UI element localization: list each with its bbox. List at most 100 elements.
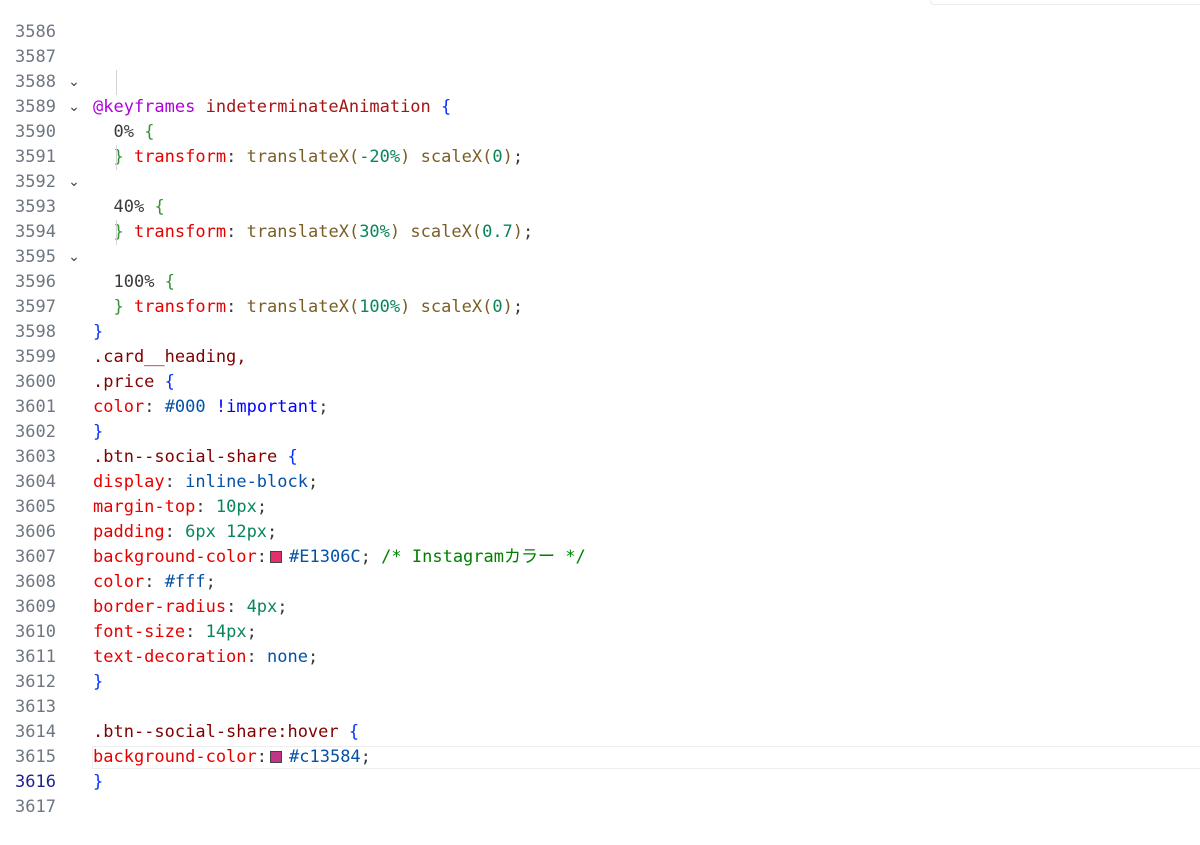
- code-line[interactable]: 3611 }: [0, 620, 1200, 692]
- css-number: 4px: [246, 597, 278, 617]
- code-line[interactable]: 3606 background-color:#E1306C; /* Instag…: [0, 495, 1200, 567]
- code-line[interactable]: 3594 ⌄ 100% {: [0, 195, 1200, 292]
- code-line[interactable]: 3617: [0, 770, 1200, 817]
- close-brace: }: [113, 147, 124, 167]
- open-brace: {: [441, 97, 452, 117]
- code-line[interactable]: 3603 display: inline-block;: [0, 420, 1200, 492]
- line-number: 3604: [15, 472, 56, 492]
- code-line[interactable]: 3596 }: [0, 245, 1200, 317]
- css-selector: .btn--social-share:hover: [93, 722, 339, 742]
- fold-chevron-icon[interactable]: ⌄: [68, 74, 80, 90]
- code-line[interactable]: 3587 ⌄ @keyframes indeterminateAnimation…: [0, 20, 1200, 117]
- code-comment: /* Instagramカラー */: [381, 547, 586, 567]
- line-number: 3596: [15, 272, 56, 292]
- line-number: 3587: [15, 47, 56, 67]
- code-line[interactable]: 3615 }: [0, 720, 1200, 792]
- open-brace: {: [164, 372, 175, 392]
- css-property: display: [93, 472, 165, 492]
- open-brace: {: [164, 272, 175, 292]
- color-swatch[interactable]: [270, 751, 283, 763]
- line-number: 3613: [15, 697, 56, 717]
- code-line[interactable]: 3586: [0, 0, 1200, 42]
- code-line[interactable]: 3601 }: [0, 370, 1200, 442]
- code-line[interactable]: 3600 color: #000 !important;: [0, 345, 1200, 417]
- css-value: #E1306C: [289, 547, 361, 567]
- code-line[interactable]: 3602 .btn--social-share {: [0, 395, 1200, 467]
- css-number: 6px 12px: [185, 522, 268, 542]
- css-value: #000: [164, 397, 206, 417]
- css-value: #fff: [164, 572, 206, 592]
- close-brace: }: [93, 322, 104, 342]
- line-number: 3586: [15, 22, 56, 42]
- close-brace: }: [113, 222, 124, 242]
- top-panel-edge: [930, 0, 1200, 5]
- close-brace: }: [93, 772, 104, 792]
- line-number: 3593: [15, 197, 56, 217]
- important-flag: !important: [215, 397, 319, 417]
- css-number: 0.7: [482, 222, 513, 242]
- code-line-active[interactable]: 3616: [0, 745, 1200, 792]
- css-function: scaleX: [410, 222, 472, 242]
- code-line[interactable]: 3613 .btn--social-share:hover {: [0, 670, 1200, 742]
- line-number: 3603: [15, 447, 56, 467]
- line-number: 3605: [15, 497, 56, 517]
- indent-guide: [116, 220, 117, 245]
- line-number: 3614: [15, 722, 56, 742]
- line-number: 3617: [15, 797, 56, 817]
- line-number: 3611: [15, 647, 56, 667]
- code-line[interactable]: 3591 ⌄ 40% {: [0, 120, 1200, 217]
- css-property: padding: [93, 522, 165, 542]
- css-function: translateX: [246, 297, 349, 317]
- code-line[interactable]: 3593 }: [0, 170, 1200, 242]
- code-line[interactable]: 3605 padding: 6px 12px;: [0, 470, 1200, 542]
- css-function: scaleX: [420, 147, 483, 167]
- line-number: 3600: [15, 372, 56, 392]
- fold-chevron-icon[interactable]: ⌄: [68, 249, 80, 265]
- line-number: 3597: [15, 297, 56, 317]
- css-property: background-color: [93, 747, 257, 767]
- code-line[interactable]: 3607 color: #fff;: [0, 520, 1200, 592]
- close-brace: }: [93, 672, 104, 692]
- css-number: 100%: [359, 297, 401, 317]
- code-line[interactable]: 3597 }: [0, 270, 1200, 342]
- color-swatch[interactable]: [270, 551, 283, 563]
- code-line[interactable]: 3592 transform: translateX(30%) scaleX(0…: [0, 145, 1200, 242]
- line-number: 3595: [15, 247, 56, 267]
- keyframes-name: indeterminateAnimation: [205, 97, 431, 117]
- line-number: 3612: [15, 672, 56, 692]
- line-number: 3590: [15, 122, 56, 142]
- css-property: transform: [133, 222, 227, 242]
- code-line[interactable]: 3589 transform: translateX(-20%) scaleX(…: [0, 70, 1200, 167]
- code-editor[interactable]: 3586 3587 ⌄ @keyframes indeterminateAnim…: [0, 0, 1200, 817]
- line-number: 3598: [15, 322, 56, 342]
- code-line[interactable]: 3595 transform: translateX(100%) scaleX(…: [0, 220, 1200, 317]
- code-line[interactable]: 3599 .price {: [0, 320, 1200, 392]
- css-selector: .btn--social-share: [93, 447, 278, 467]
- css-property: border-radius: [93, 597, 227, 617]
- indent-guide: [116, 70, 117, 95]
- code-line[interactable]: 3612: [0, 645, 1200, 692]
- css-property: transform: [133, 297, 227, 317]
- line-number: 3608: [15, 572, 56, 592]
- css-property: transform: [133, 147, 227, 167]
- code-line[interactable]: 3590 }: [0, 95, 1200, 167]
- fold-chevron-icon[interactable]: ⌄: [68, 99, 80, 115]
- line-number: 3607: [15, 547, 56, 567]
- code-line[interactable]: 3588 ⌄ 0% {: [0, 45, 1200, 142]
- fold-chevron-icon[interactable]: ⌄: [68, 174, 80, 190]
- at-rule-keyword: @keyframes: [93, 97, 196, 117]
- code-line[interactable]: 3604 margin-top: 10px;: [0, 445, 1200, 517]
- css-selector: .price: [93, 372, 155, 392]
- code-line[interactable]: 3598 .card__heading,: [0, 295, 1200, 367]
- css-value: none: [267, 647, 308, 667]
- code-line[interactable]: 3608 border-radius: 4px;: [0, 545, 1200, 617]
- code-line[interactable]: 3610 text-decoration: none;: [0, 595, 1200, 667]
- code-line[interactable]: 3614 background-color:#c13584;: [0, 695, 1200, 767]
- css-number: 0: [492, 147, 503, 167]
- css-function: translateX: [246, 147, 349, 167]
- css-property: background-color: [93, 547, 257, 567]
- close-brace: }: [93, 422, 104, 442]
- line-number: 3601: [15, 397, 56, 417]
- code-line[interactable]: 3609 font-size: 14px;: [0, 570, 1200, 642]
- css-number: 10px: [215, 497, 257, 517]
